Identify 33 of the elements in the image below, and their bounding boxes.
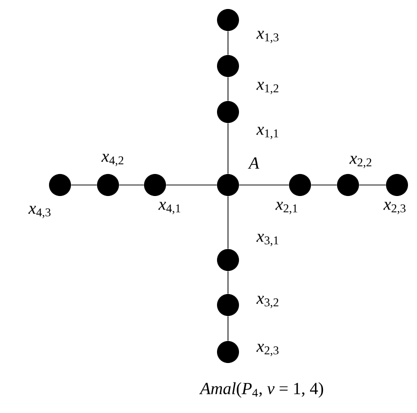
vertex-label: x$_{3,2}$ — [256, 296, 278, 308]
edge-line — [310, 184, 338, 186]
vertex-dot — [337, 174, 359, 196]
vertex-dot — [217, 101, 239, 123]
edge-line — [166, 184, 218, 186]
vertex-label: x$_{3,1}$ — [256, 234, 278, 246]
caption: Amal(P$_{4}$, v = 1, 4) — [199, 382, 324, 398]
edge-line — [238, 184, 290, 186]
edge-line — [358, 184, 386, 186]
vertex-label: x$_{1,3}$ — [256, 30, 278, 44]
vertex-label: x$_{2,2}$ — [349, 156, 372, 168]
vertex-dot — [386, 174, 408, 196]
vertex-dot — [217, 55, 239, 77]
vertex-label: x$_{4,1}$ — [158, 202, 180, 214]
vertex-dot — [217, 174, 239, 196]
vertex-label: x$_{1,1}$ — [256, 126, 278, 140]
edge-line — [118, 184, 144, 186]
vertex-dot — [217, 249, 239, 271]
vertex-dot — [49, 174, 71, 196]
vertex-dot — [217, 294, 239, 316]
vertex-dot — [144, 174, 166, 196]
vertex-dot — [217, 341, 239, 363]
vertex-label: x$_{4,2}$ — [101, 154, 124, 166]
vertex-label: x$_{2,3}$ — [256, 344, 278, 356]
vertex-dot — [217, 9, 239, 31]
vertex-dot — [289, 174, 311, 196]
vertex-label: x$_{2,1}$ — [275, 202, 298, 214]
vertex-label: x$_{4,3}$ — [28, 206, 50, 218]
vertex-dot — [97, 174, 119, 196]
vertex-label: A — [248, 157, 260, 169]
vertex-label: x$_{2,3}$ — [383, 202, 406, 214]
vertex-label: x$_{1,2}$ — [256, 82, 278, 94]
edge-line — [70, 184, 98, 186]
